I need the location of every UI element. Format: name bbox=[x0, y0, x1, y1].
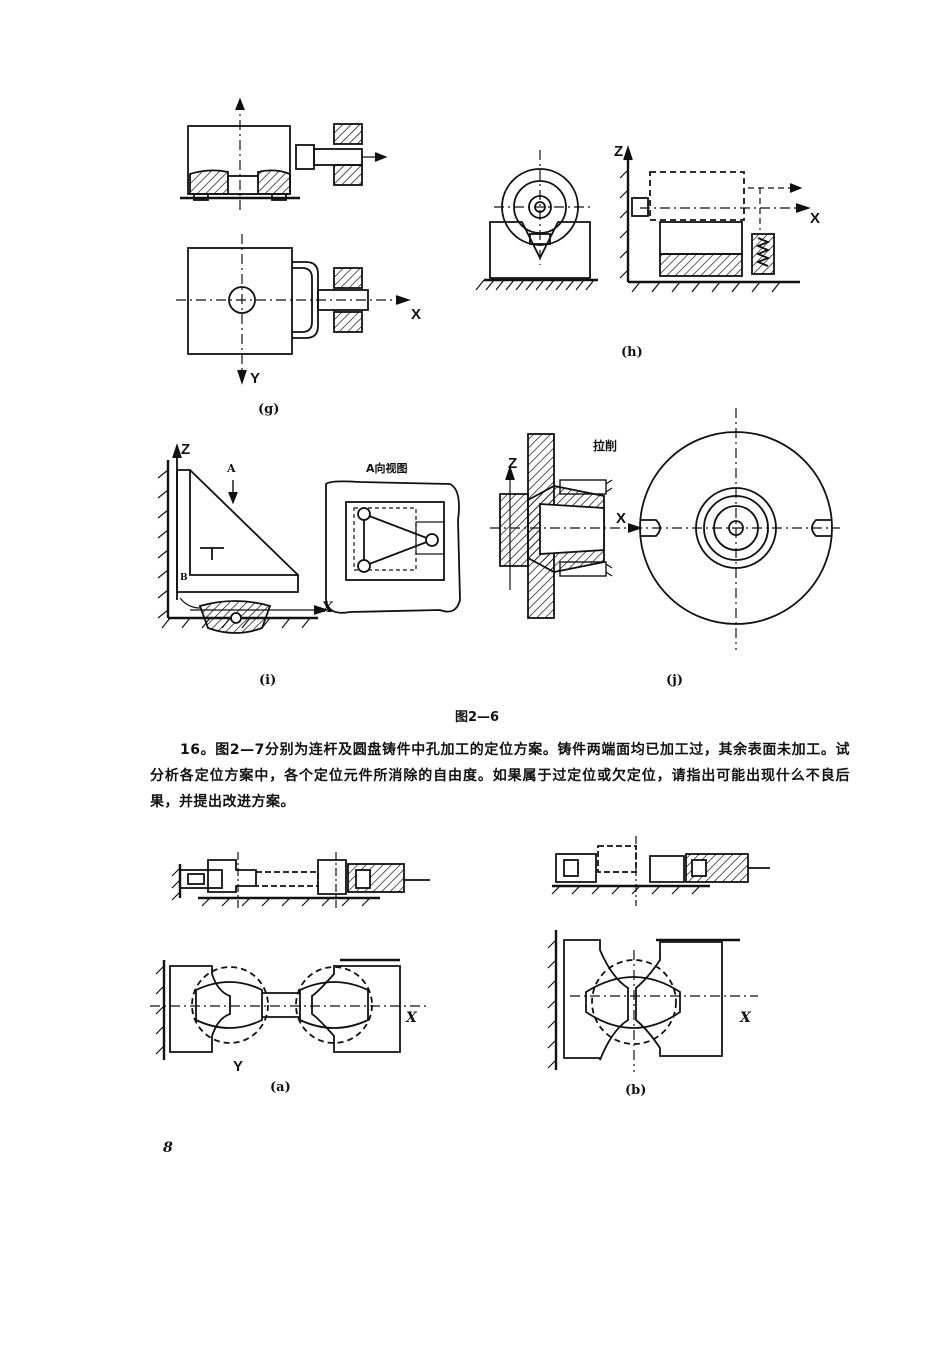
panel-i-axis-z: Z bbox=[181, 441, 191, 458]
panel-a-axis-y: Y bbox=[233, 1058, 244, 1075]
figure-label: 图2—6 bbox=[455, 710, 500, 725]
panel-i-axis-x: X bbox=[322, 600, 333, 616]
question-16-text: 16。图2—7分别为连杆及圆盘铸件中孔加工的定位方案。铸件两端面均已加工过，其余… bbox=[150, 742, 850, 810]
panel-i-label-a: A bbox=[227, 462, 236, 475]
panel-j-axis-z: Z bbox=[508, 455, 518, 472]
diagram-g bbox=[176, 97, 411, 385]
panel-j-axis-x: X bbox=[616, 510, 627, 527]
panel-a-axis-x: X bbox=[406, 1010, 417, 1026]
diagram-h bbox=[475, 145, 811, 293]
panel-j-note: 拉削 bbox=[593, 439, 618, 453]
diagram-j bbox=[490, 408, 840, 650]
panel-b-axis-x: X bbox=[740, 1010, 751, 1026]
panel-h-axis-z: Z bbox=[614, 143, 624, 160]
panel-i-view-title: A向视图 bbox=[366, 462, 408, 475]
diagram-i bbox=[157, 443, 461, 634]
panel-i-label-b: B bbox=[180, 573, 188, 583]
panel-h-axis-x: X bbox=[810, 210, 821, 227]
panel-a-caption: (a) bbox=[270, 1080, 291, 1095]
diagram-a bbox=[150, 852, 430, 1060]
panel-g-axis-y: Y bbox=[250, 370, 261, 387]
panel-g-axis-x: X bbox=[411, 306, 422, 323]
panel-h-caption: (h) bbox=[621, 345, 643, 360]
panel-j-caption: (j) bbox=[666, 673, 684, 688]
page-number: 8 bbox=[163, 1140, 173, 1156]
panel-g-caption: (g) bbox=[258, 402, 280, 417]
panel-i-caption: (i) bbox=[259, 673, 277, 688]
diagram-b bbox=[547, 836, 770, 1072]
panel-b-caption: (b) bbox=[625, 1083, 647, 1098]
